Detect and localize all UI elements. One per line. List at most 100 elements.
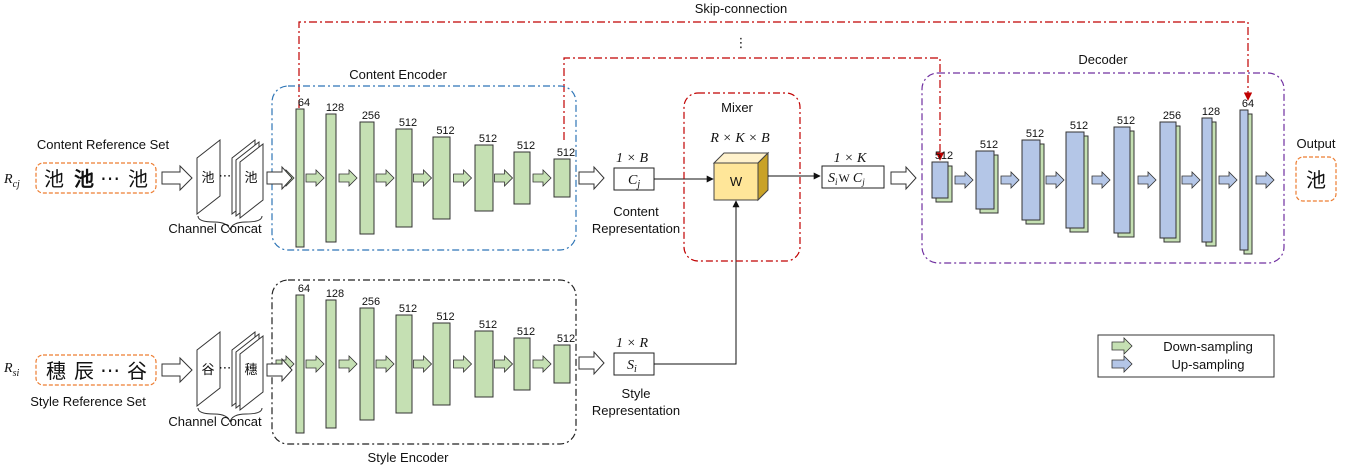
style-encoder-downsample-arrow-1 bbox=[305, 355, 325, 373]
content-encoder-downsample-arrow-7 bbox=[532, 169, 552, 187]
decoder-layer-7-channels: 128 bbox=[1202, 106, 1220, 118]
content-encoder-layer-7 bbox=[513, 151, 531, 205]
decoder-layer-3-channels: 512 bbox=[1026, 128, 1044, 140]
content-stack-ellipsis: ⋯ bbox=[219, 169, 232, 184]
content-encoder-downsample-arrow-1 bbox=[305, 169, 325, 187]
style-ref-arrow bbox=[161, 356, 193, 384]
legend-up-arrow-icon bbox=[1111, 355, 1133, 373]
style-representation-caption-2: Representation bbox=[592, 403, 680, 418]
style-representation-caption-1: Style bbox=[622, 386, 651, 401]
style-encoder-downsample-arrow-6 bbox=[494, 355, 514, 373]
decoder-layer-8 bbox=[1239, 109, 1249, 251]
legend: Down-sampling Up-sampling bbox=[1097, 334, 1275, 378]
output-box bbox=[1295, 156, 1337, 202]
content-stack-glyph-2: 池 bbox=[244, 171, 257, 186]
style-glyph-1: 穗 bbox=[46, 359, 66, 383]
style-encoder-layer-8-channels: 512 bbox=[557, 333, 575, 345]
style-encoder-layer-7 bbox=[513, 337, 531, 391]
content-glyph-ellipsis: ⋯ bbox=[100, 166, 120, 190]
content-ref-arrow bbox=[161, 164, 193, 192]
style-glyph-3: 谷 bbox=[127, 359, 147, 383]
output: Output 池 bbox=[1295, 136, 1337, 202]
cube-front-face bbox=[713, 162, 759, 201]
mixer-tensor-label: R × K × B bbox=[709, 131, 770, 146]
legend-down-arrow-icon bbox=[1111, 337, 1133, 355]
content-stack: 池 ⋯ 池 bbox=[196, 138, 264, 220]
style-encoder-layer-5 bbox=[432, 322, 451, 406]
decoder-upsample-arrow-2 bbox=[1000, 171, 1020, 189]
legend-up-label: Up-sampling bbox=[1172, 357, 1245, 372]
decoder-upsample-arrow-1 bbox=[954, 171, 974, 189]
content-encoder-box bbox=[271, 85, 577, 251]
style-encoder-downsample-arrow-7 bbox=[532, 355, 552, 373]
decoder-layer-6 bbox=[1159, 121, 1177, 239]
style-encoder-layer-4 bbox=[395, 314, 413, 414]
style-channel-concat-label: Channel Concat bbox=[168, 414, 262, 429]
style-encoder-layer-1 bbox=[295, 294, 305, 434]
content-reference-title: Content Reference Set bbox=[37, 137, 170, 152]
content-representation: 1 × B Cj Content Representation bbox=[578, 151, 714, 236]
style-encoder-downsample-arrow-3 bbox=[375, 355, 395, 373]
style-out-arrow bbox=[578, 350, 605, 376]
content-encoder-layer-3-channels: 256 bbox=[362, 110, 380, 122]
content-encoder-layer-1-channels: 64 bbox=[298, 97, 310, 109]
style-encoder-layer-6 bbox=[474, 330, 494, 398]
style-representation: 1 × R Si Style Representation bbox=[578, 200, 740, 418]
style-vector-label: Si bbox=[627, 358, 637, 375]
output-title: Output bbox=[1296, 136, 1335, 151]
style-reference-set: Style Reference Set Rsi 穗 辰 ⋯ 谷 bbox=[3, 354, 157, 409]
skip-connection-ellipsis: ⋮ bbox=[735, 35, 748, 50]
style-stack: 谷 ⋯ 穗 bbox=[196, 330, 264, 412]
decoder-layer-1-channels: 512 bbox=[935, 150, 953, 162]
style-concat-brace bbox=[197, 407, 263, 423]
content-encoder-layer-2-channels: 128 bbox=[326, 102, 344, 114]
content-encoder-title: Content Encoder bbox=[349, 67, 447, 82]
content-encoder-layer-5-channels: 512 bbox=[436, 125, 454, 137]
style-glyph-2: 辰 bbox=[74, 359, 94, 383]
style-to-mixer-line bbox=[654, 200, 740, 365]
style-concat-arrow bbox=[266, 357, 293, 383]
style-stack-glyph-1: 谷 bbox=[201, 363, 214, 378]
style-encoder-layer-1-channels: 64 bbox=[298, 283, 310, 295]
style-encoder-layer-3 bbox=[359, 307, 375, 421]
legend-down-label: Down-sampling bbox=[1163, 339, 1253, 354]
content-encoder-layer-6 bbox=[474, 144, 494, 212]
style-stack-glyph-2: 穗 bbox=[244, 363, 257, 378]
content-encoder-layer-8-channels: 512 bbox=[557, 147, 575, 159]
decoder-layer-1 bbox=[931, 161, 949, 199]
skip-connection-outer-line bbox=[298, 21, 1253, 108]
style-encoder-layer-5-channels: 512 bbox=[436, 311, 454, 323]
style-channel-concat: 谷 ⋯ 穗 Channel Concat bbox=[161, 330, 293, 429]
decoder-layer-6-channels: 256 bbox=[1163, 110, 1181, 122]
content-dim-label: 1 × B bbox=[616, 151, 648, 166]
decoder-title: Decoder bbox=[1078, 52, 1128, 67]
style-encoder-layer-6-channels: 512 bbox=[479, 319, 497, 331]
style-dim-label: 1 × R bbox=[616, 336, 648, 351]
mixed-to-decoder-arrow bbox=[890, 165, 917, 191]
content-encoder-layer-2 bbox=[325, 113, 337, 243]
decoder-upsample-arrow-5 bbox=[1137, 171, 1157, 189]
content-glyph-3: 池 bbox=[128, 167, 148, 191]
content-glyph-1: 池 bbox=[44, 167, 64, 191]
content-concat-brace bbox=[197, 215, 263, 231]
style-glyph-ellipsis: ⋯ bbox=[100, 358, 120, 382]
decoder-layer-4 bbox=[1065, 131, 1085, 229]
style-encoder-title: Style Encoder bbox=[368, 450, 450, 465]
style-reference-title: Style Reference Set bbox=[30, 394, 146, 409]
content-glyph-2: 池 bbox=[74, 167, 94, 191]
style-encoder-downsample-arrow-2 bbox=[338, 355, 358, 373]
content-representation-caption-1: Content bbox=[613, 204, 659, 219]
content-channel-concat-label: Channel Concat bbox=[168, 221, 262, 236]
output-glyph: 池 bbox=[1306, 168, 1326, 192]
style-reference-symbol: Rsi bbox=[3, 361, 19, 379]
decoder-layer-5 bbox=[1113, 126, 1131, 234]
skip-connection: Skip-connection ⋮ bbox=[298, 1, 1253, 161]
content-encoder-downsample-arrow-6 bbox=[494, 169, 514, 187]
decoder-box bbox=[921, 72, 1285, 264]
style-encoder-box bbox=[271, 279, 577, 445]
